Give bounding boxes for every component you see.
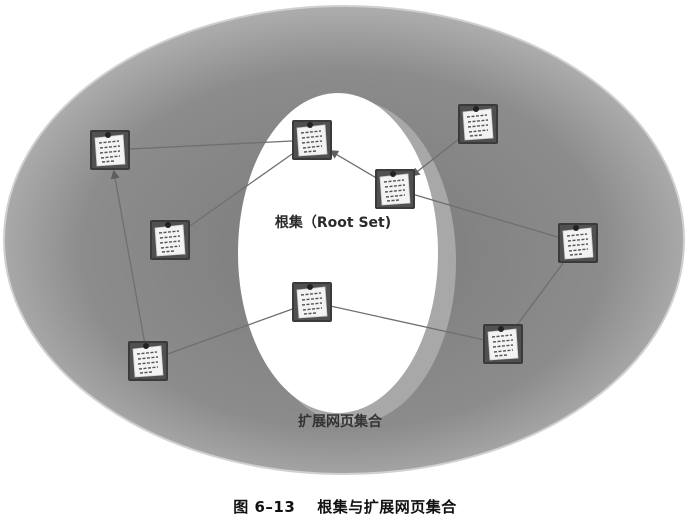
figure-number: 图 6–13: [233, 498, 296, 516]
webpage-note-icon-p4: [374, 168, 416, 210]
webpage-note-icon-p7: [291, 281, 333, 323]
link-p6-p9: [514, 258, 567, 329]
webpage-note-icon-p5: [149, 219, 191, 261]
figure-title: 根集与扩展网页集合: [317, 498, 457, 516]
root-set-label: 根集（Root Set): [275, 214, 391, 231]
webpage-note-icon-p1: [89, 129, 131, 171]
link-p4-p2: [329, 150, 379, 180]
webpage-note-icon-p2: [291, 119, 333, 161]
link-edges: [110, 135, 567, 355]
webpage-note-icon-p9: [482, 323, 524, 365]
link-p2-p5: [185, 150, 297, 230]
link-p3-p4: [410, 135, 463, 177]
webpage-note-icon-p8: [127, 340, 169, 382]
webpage-note-icon-p6: [557, 222, 599, 264]
link-p7-p9: [331, 305, 484, 341]
link-p1-p2: [129, 140, 293, 150]
root-set-ellipse: [238, 93, 438, 413]
figure-caption: 图 6–13 根集与扩展网页集合: [0, 496, 690, 517]
link-p7-p8: [166, 308, 294, 355]
expanded-set-label: 扩展网页集合: [298, 413, 383, 430]
webpage-note-icon-p3: [457, 103, 499, 145]
link-p4-p6: [413, 194, 560, 238]
link-p8-p1: [110, 169, 146, 342]
